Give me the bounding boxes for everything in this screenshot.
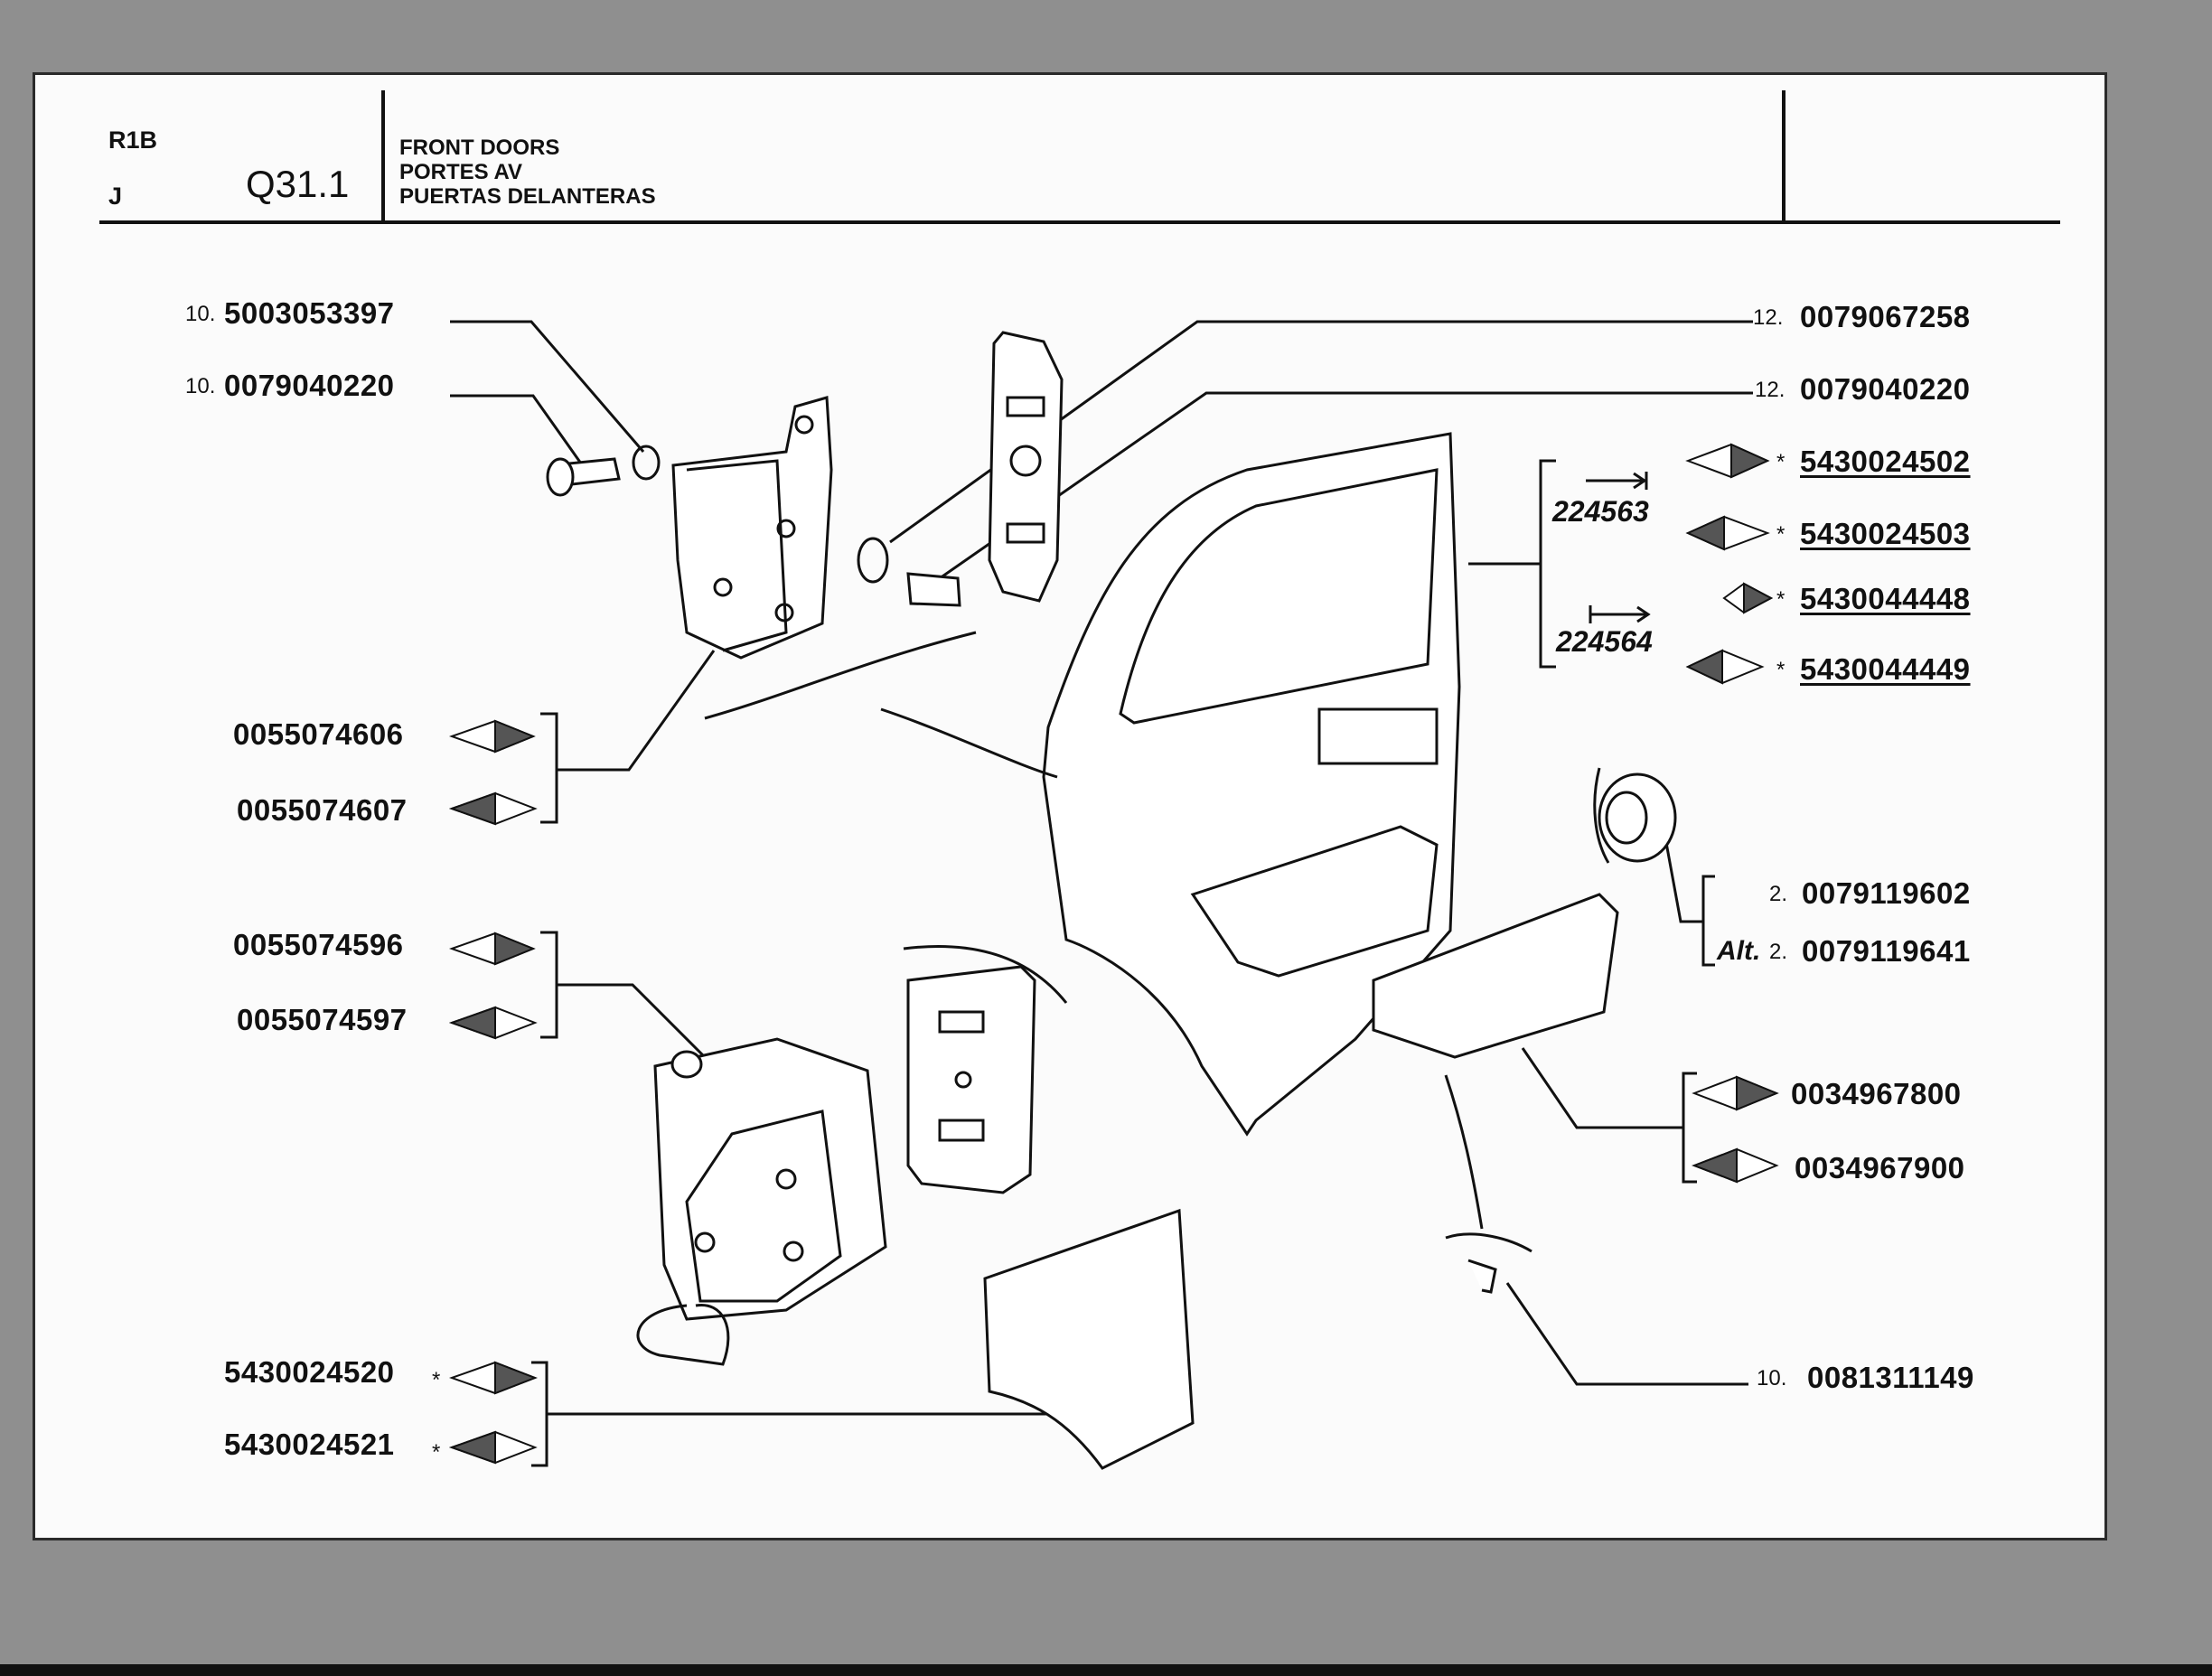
callout-part: 5430024520 <box>224 1355 395 1389</box>
marker-right <box>1722 582 1774 614</box>
callout-part: 5430044448 <box>1800 582 1971 615</box>
section-code: J <box>108 183 123 210</box>
title-en: FRONT DOORS <box>399 136 560 160</box>
callout-part: 0079067258 <box>1800 300 1971 333</box>
model-code: R1B <box>108 126 158 154</box>
callout-part: 5430024502 <box>1800 445 1971 478</box>
callout-part: 0079040220 <box>1800 372 1971 406</box>
callout-part: 5003053397 <box>224 296 395 330</box>
callout-qty: 12. <box>1753 305 1784 330</box>
callout-part: 0055074597 <box>237 1003 408 1036</box>
marker-left <box>1685 515 1770 551</box>
range-label: 224564 <box>1556 625 1653 658</box>
title-fr: PORTES AV <box>399 160 523 184</box>
callout-part: 0079119602 <box>1802 876 1971 910</box>
callout-qty: 10. <box>185 302 216 326</box>
callout-part: 0034967900 <box>1795 1151 1965 1184</box>
marker-right <box>1692 1075 1779 1111</box>
callout-part: 5430044449 <box>1800 652 1971 686</box>
callout-part: 0081311149 <box>1807 1361 1974 1394</box>
star-mark: * <box>1776 450 1786 474</box>
callout-part: 0034967800 <box>1791 1077 1962 1110</box>
marker-left <box>449 791 538 826</box>
callout-part: 0055074607 <box>237 793 408 827</box>
scan-edge <box>0 1664 2212 1676</box>
callout-qty: 12. <box>1755 378 1786 402</box>
callout-part: 0055074606 <box>233 717 404 751</box>
callout-qty: 2. <box>1769 940 1788 964</box>
star-mark: * <box>1776 522 1786 547</box>
star-mark: * <box>432 1440 441 1465</box>
callout-part: 5430024521 <box>224 1428 395 1461</box>
alt-label: Alt. <box>1717 936 1761 966</box>
callout-part: 5430024503 <box>1800 517 1971 550</box>
marker-right <box>1685 443 1770 479</box>
group-code: Q31.1 <box>246 163 350 205</box>
marker-left <box>1692 1147 1779 1184</box>
marker-left <box>449 1006 538 1040</box>
marker-right <box>449 1361 538 1395</box>
star-mark: * <box>432 1368 441 1392</box>
callout-part: 0079040220 <box>224 369 395 402</box>
marker-right <box>449 719 536 754</box>
callout-qty: 10. <box>185 374 216 398</box>
callout-qty: 2. <box>1769 882 1788 906</box>
star-mark: * <box>1776 658 1786 682</box>
marker-right <box>449 932 536 966</box>
star-mark: * <box>1776 587 1786 612</box>
title-es: PUERTAS DELANTERAS <box>399 184 656 209</box>
callout-part: 0079119641 <box>1802 934 1971 968</box>
marker-left <box>449 1430 538 1465</box>
range-label: 224563 <box>1552 495 1649 528</box>
marker-left <box>1685 649 1765 685</box>
callout-qty: 10. <box>1757 1366 1787 1390</box>
callout-part: 0055074596 <box>233 928 404 961</box>
